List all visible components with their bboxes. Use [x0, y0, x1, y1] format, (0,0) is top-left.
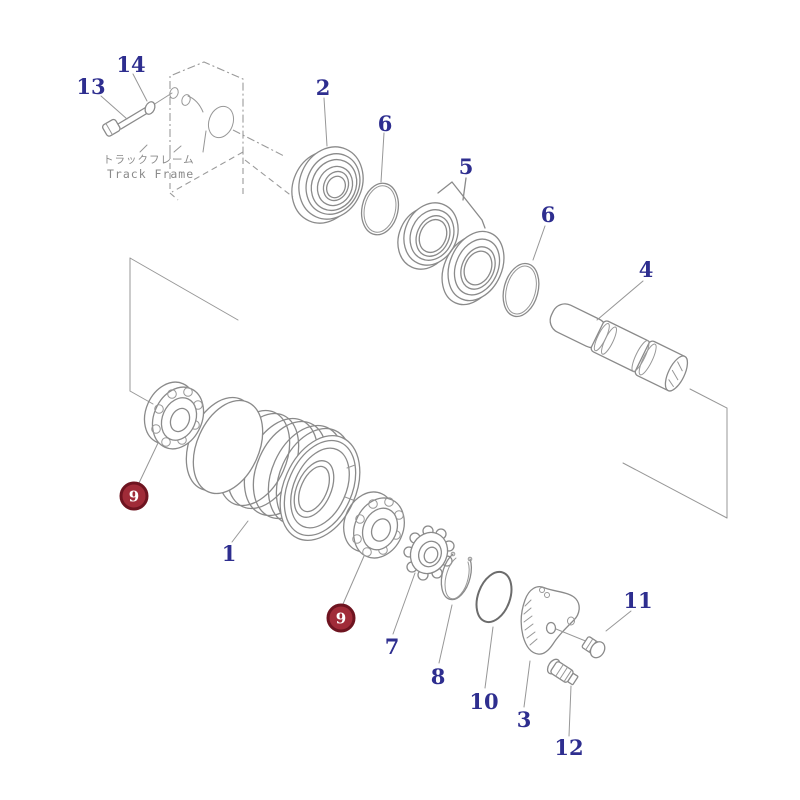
track-frame-note-en: Track Frame — [107, 167, 194, 181]
seal-group-5-drawing — [397, 177, 505, 306]
o-ring-10-drawing — [475, 570, 513, 624]
part-label-13: 13 — [76, 74, 105, 99]
bearing-9-right-drawing — [343, 491, 405, 559]
part-label-6-upper: 6 — [378, 111, 393, 136]
plug-11-drawing — [581, 636, 606, 659]
o-ring-6-lower-drawing — [502, 262, 540, 318]
part-label-5: 5 — [459, 154, 474, 179]
part-badge-9-left: 9 — [119, 481, 149, 511]
lock-washer-7-drawing — [403, 525, 455, 581]
part-label-7: 7 — [385, 634, 400, 659]
part-label-6-lower: 6 — [541, 202, 556, 227]
shaft-4-drawing — [549, 303, 689, 392]
seal-2-drawing — [291, 146, 364, 224]
bolt-13-drawing — [102, 92, 173, 137]
leader-lines — [100, 73, 644, 737]
part-label-11: 11 — [623, 588, 652, 613]
part-label-4: 4 — [639, 257, 654, 282]
part-label-1: 1 — [222, 541, 237, 566]
bearing-9-left-drawing — [143, 381, 205, 450]
part-label-14: 14 — [116, 52, 145, 77]
projection-plane-lines — [129, 257, 728, 519]
bolt-12-drawing — [546, 658, 579, 686]
cover-3-drawing — [520, 585, 589, 655]
track-frame-drawing — [139, 61, 294, 201]
part-badge-9-left-number: 9 — [129, 488, 139, 506]
part-label-12: 12 — [554, 735, 583, 760]
o-ring-6-upper-drawing — [360, 182, 400, 236]
part-badge-9-right-number: 9 — [336, 610, 346, 628]
part-label-8: 8 — [431, 664, 446, 689]
part-badge-9-right: 9 — [326, 603, 356, 633]
washer-14-drawing — [144, 101, 156, 115]
part-label-3: 3 — [517, 707, 532, 732]
track-frame-note-jp: トラックフレーム — [103, 154, 195, 166]
part-label-2: 2 — [316, 75, 331, 100]
snap-ring-8-drawing — [440, 551, 473, 601]
part-label-10: 10 — [469, 689, 498, 714]
